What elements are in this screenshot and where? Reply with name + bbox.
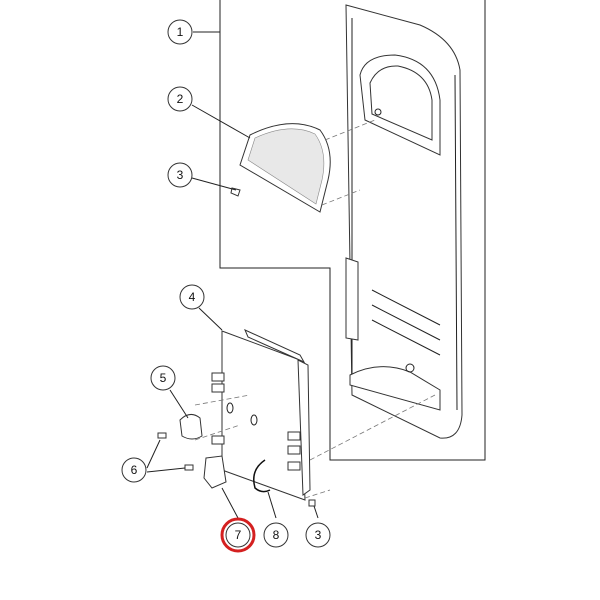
- svg-text:3: 3: [315, 528, 322, 542]
- callout-7: 7: [220, 517, 256, 553]
- screw: [230, 187, 241, 197]
- callout-5: 5: [150, 365, 176, 391]
- screw: [157, 432, 167, 439]
- svg-text:6: 6: [131, 463, 138, 477]
- highlight-ring: [220, 517, 256, 553]
- svg-text:4: 4: [189, 290, 196, 304]
- valve-component: [203, 455, 227, 489]
- lint-screen: [239, 123, 331, 213]
- callout-4: 4: [179, 284, 205, 310]
- svg-text:8: 8: [273, 528, 280, 542]
- assembly-frame: [219, 0, 486, 461]
- callout-3b: 3: [305, 522, 331, 548]
- callout-6: 6: [121, 457, 147, 483]
- screw: [308, 499, 316, 507]
- screw: [184, 464, 194, 471]
- control-board: [211, 329, 311, 501]
- thermostat: [179, 414, 203, 440]
- back-panel: [345, 4, 463, 439]
- callout-3: 3: [167, 162, 193, 188]
- callout-1: 1: [167, 19, 193, 45]
- svg-text:7: 7: [235, 528, 242, 542]
- svg-text:1: 1: [177, 25, 184, 39]
- svg-text:3: 3: [177, 168, 184, 182]
- svg-text:2: 2: [177, 92, 184, 106]
- callout-2: 2: [167, 86, 193, 112]
- svg-text:5: 5: [160, 371, 167, 385]
- callout-8: 8: [263, 522, 289, 548]
- leader-lines: [146, 31, 319, 519]
